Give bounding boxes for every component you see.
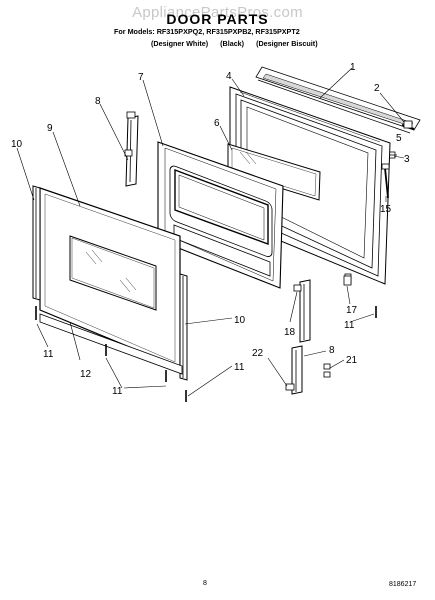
callout-9: 9	[47, 123, 53, 134]
watermark: AppliancePartsPros.com	[132, 4, 303, 21]
part-side-trim-left	[32, 185, 41, 301]
callout-11b: 11	[112, 386, 123, 397]
part-screw-2	[401, 120, 415, 130]
callout-numbers: 1 2 3 4 5 6 7 8 9 10 10 11 11 11 12 15 1…	[11, 62, 410, 397]
variant-biscuit: (Designer Biscuit)	[256, 39, 318, 48]
part-inner-glass	[227, 143, 321, 201]
callout-10: 10	[11, 139, 23, 150]
callout-17: 17	[346, 305, 358, 316]
part-side-trim-right	[179, 273, 188, 381]
part-screws-11	[35, 306, 377, 402]
part-clip-17	[343, 275, 352, 286]
callout-5: 5	[396, 133, 402, 144]
callout-8b: 8	[329, 345, 335, 356]
callout-11a: 11	[43, 349, 54, 360]
callout-1: 1	[350, 62, 356, 73]
variant-white: (Designer White)	[151, 39, 209, 48]
part-bottom-trim	[39, 313, 183, 375]
part-clips-21	[323, 363, 331, 378]
page-number: 8	[203, 580, 207, 587]
callout-6: 6	[214, 118, 220, 129]
callout-2: 2	[374, 83, 380, 94]
part-screw-15	[381, 163, 390, 199]
callout-4: 4	[226, 71, 232, 82]
callout-18: 18	[284, 327, 296, 338]
document-number: 8186217	[389, 581, 417, 588]
callout-8: 8	[95, 96, 101, 107]
callout-15: 15	[380, 204, 392, 215]
callout-21: 21	[346, 355, 358, 366]
variant-black: (Black)	[220, 39, 245, 48]
callout-11d: 11	[344, 320, 355, 331]
part-hinge-bracket-lower	[285, 345, 303, 395]
page-title: DOOR PARTS	[166, 11, 269, 27]
callout-7: 7	[138, 72, 144, 83]
part-hinge-bracket-left	[124, 111, 139, 187]
callout-11c: 11	[234, 362, 245, 373]
variants-line: (Designer White) (Black) (Designer Biscu…	[151, 39, 328, 48]
callout-22: 22	[252, 348, 264, 359]
callout-12: 12	[80, 369, 92, 380]
leader-lines	[16, 67, 405, 397]
part-door-vent-trim	[255, 66, 421, 134]
part-hinge-bracket-right	[293, 279, 311, 343]
part-outer-door-glass	[39, 187, 181, 369]
callout-10b: 10	[234, 315, 246, 326]
models-line: For Models: RF315PXPQ2, RF315PXPB2, RF31…	[114, 27, 300, 36]
part-middle-door-frame	[157, 141, 284, 289]
callout-3: 3	[404, 154, 410, 165]
